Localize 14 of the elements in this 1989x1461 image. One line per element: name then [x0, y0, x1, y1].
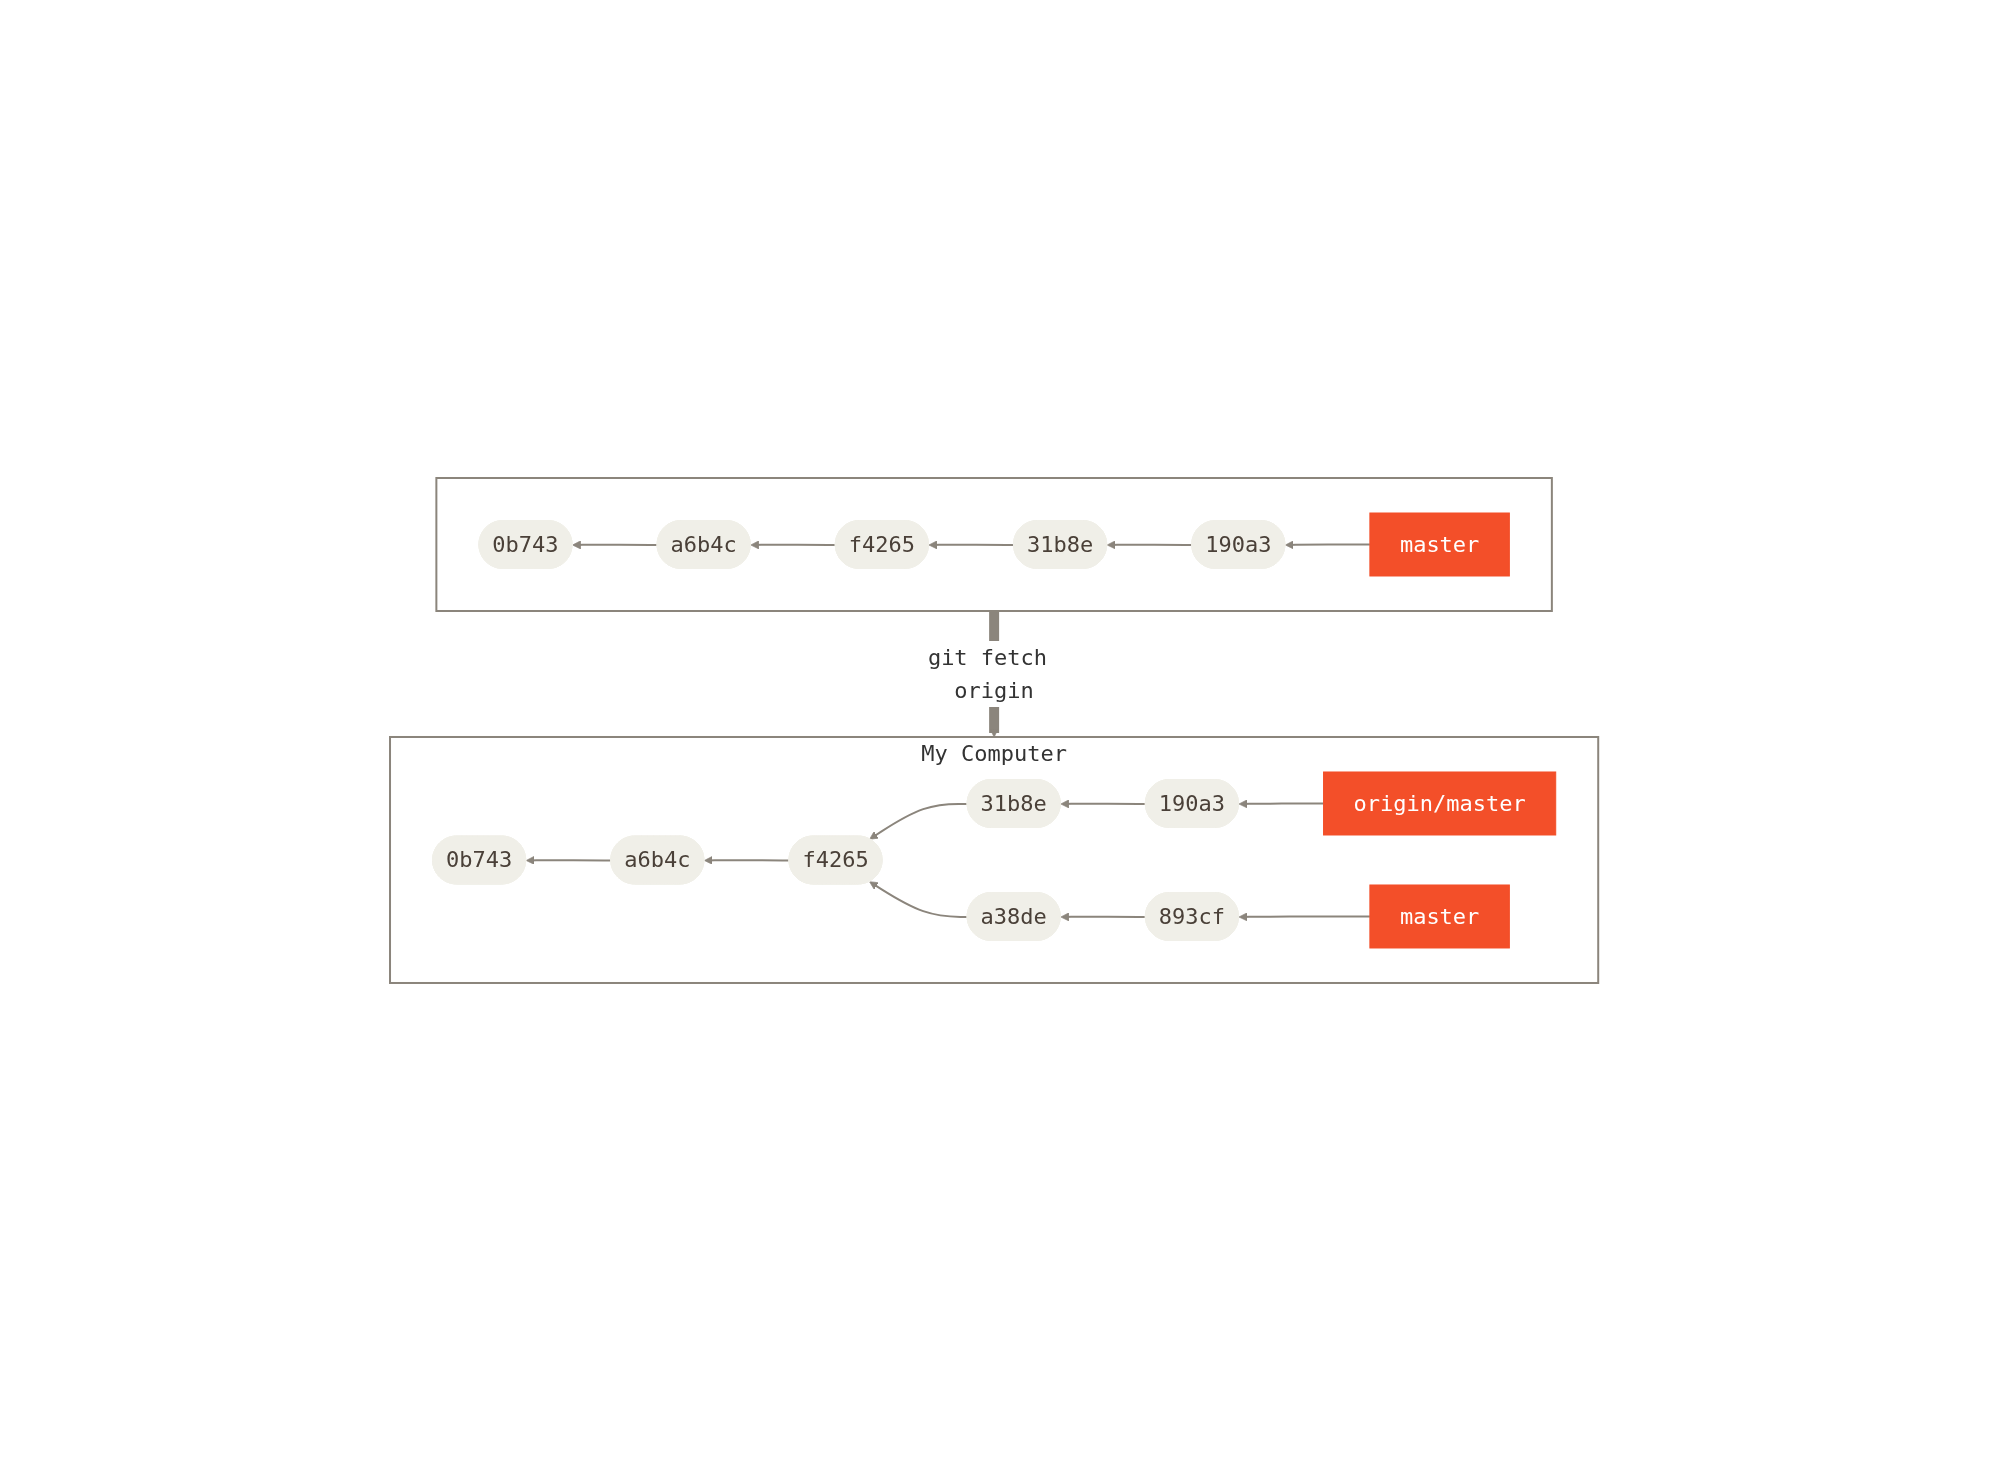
- arrow: [1239, 912, 1372, 922]
- arrow: [1107, 540, 1194, 550]
- cluster: [435, 477, 1554, 612]
- edge-label: git fetch origin: [928, 644, 1048, 703]
- node-box: master: [1369, 884, 1511, 949]
- arrow: [869, 802, 969, 840]
- arrow: [572, 540, 659, 550]
- arrow: [1285, 540, 1372, 550]
- arrow: [704, 856, 791, 865]
- arrow: [1239, 799, 1325, 809]
- node-box: master: [1369, 512, 1511, 577]
- arrow: [526, 856, 613, 865]
- arrow: [869, 881, 969, 918]
- node-box: origin/master: [1323, 771, 1557, 836]
